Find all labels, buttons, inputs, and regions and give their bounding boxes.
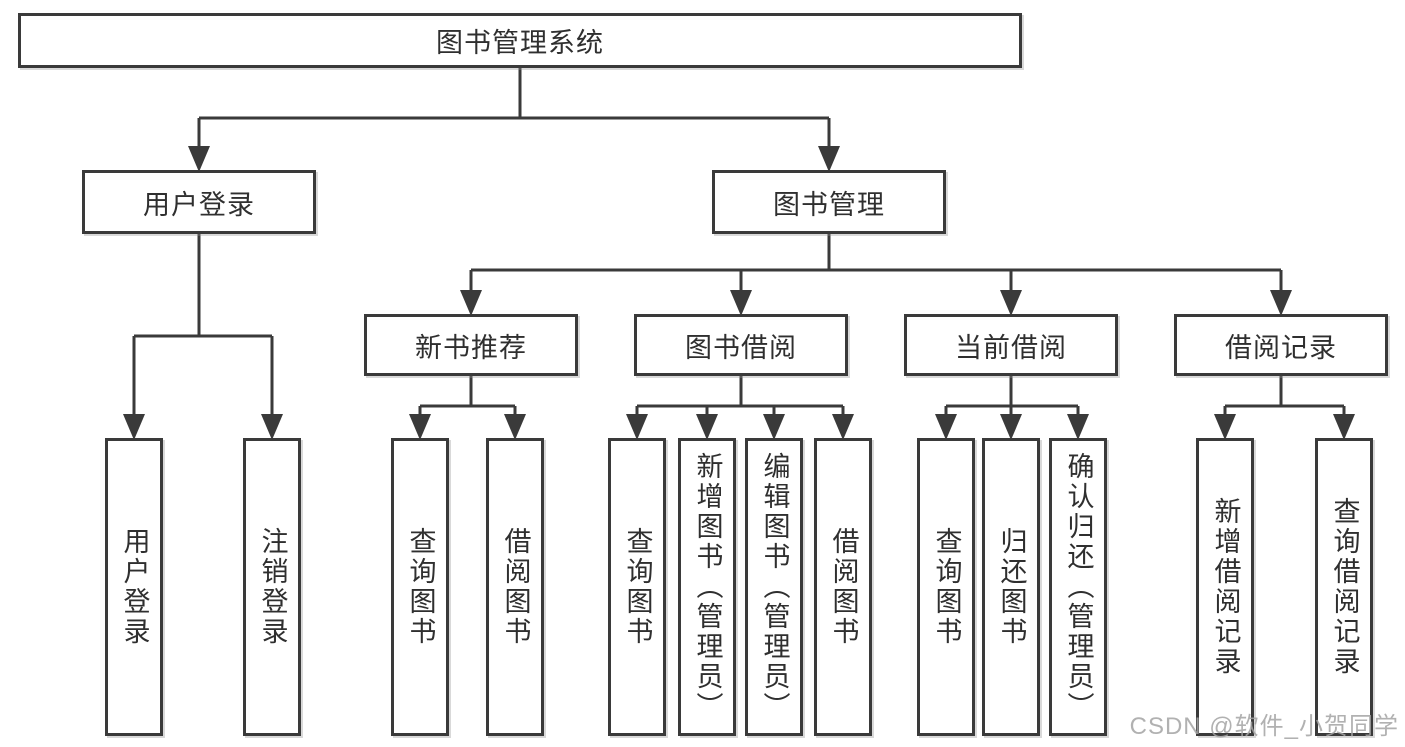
node-user-login: 用户登录 (82, 170, 316, 234)
leaf-logout-login: 注销登录 (243, 438, 301, 736)
node-book-management: 图书管理 (712, 170, 946, 234)
node-new-book-recommend: 新书推荐 (364, 314, 578, 376)
node-borrow-record: 借阅记录 (1174, 314, 1388, 376)
leaf-confirm-return-admin: 确认归还（管理员） (1049, 438, 1107, 736)
leaf-query-borrow-record: 查询借阅记录 (1315, 438, 1373, 736)
leaf-edit-book-admin: 编辑图书（管理员） (745, 438, 803, 736)
leaf-borrow-book-recommend: 借阅图书 (486, 438, 544, 736)
leaf-query-book-recommend: 查询图书 (391, 438, 449, 736)
leaf-query-book-borrow: 查询图书 (608, 438, 666, 736)
leaf-return-book: 归还图书 (982, 438, 1040, 736)
node-root: 图书管理系统 (18, 13, 1022, 68)
leaf-add-book-admin: 新增图书（管理员） (678, 438, 736, 736)
leaf-user-login: 用户登录 (105, 438, 163, 736)
leaf-add-borrow-record: 新增借阅记录 (1196, 438, 1254, 736)
node-current-borrow: 当前借阅 (904, 314, 1118, 376)
node-book-borrow: 图书借阅 (634, 314, 848, 376)
csdn-watermark: CSDN @软件_小贺同学 (1129, 713, 1399, 740)
leaf-borrow-book: 借阅图书 (814, 438, 872, 736)
leaf-query-book-current: 查询图书 (917, 438, 975, 736)
